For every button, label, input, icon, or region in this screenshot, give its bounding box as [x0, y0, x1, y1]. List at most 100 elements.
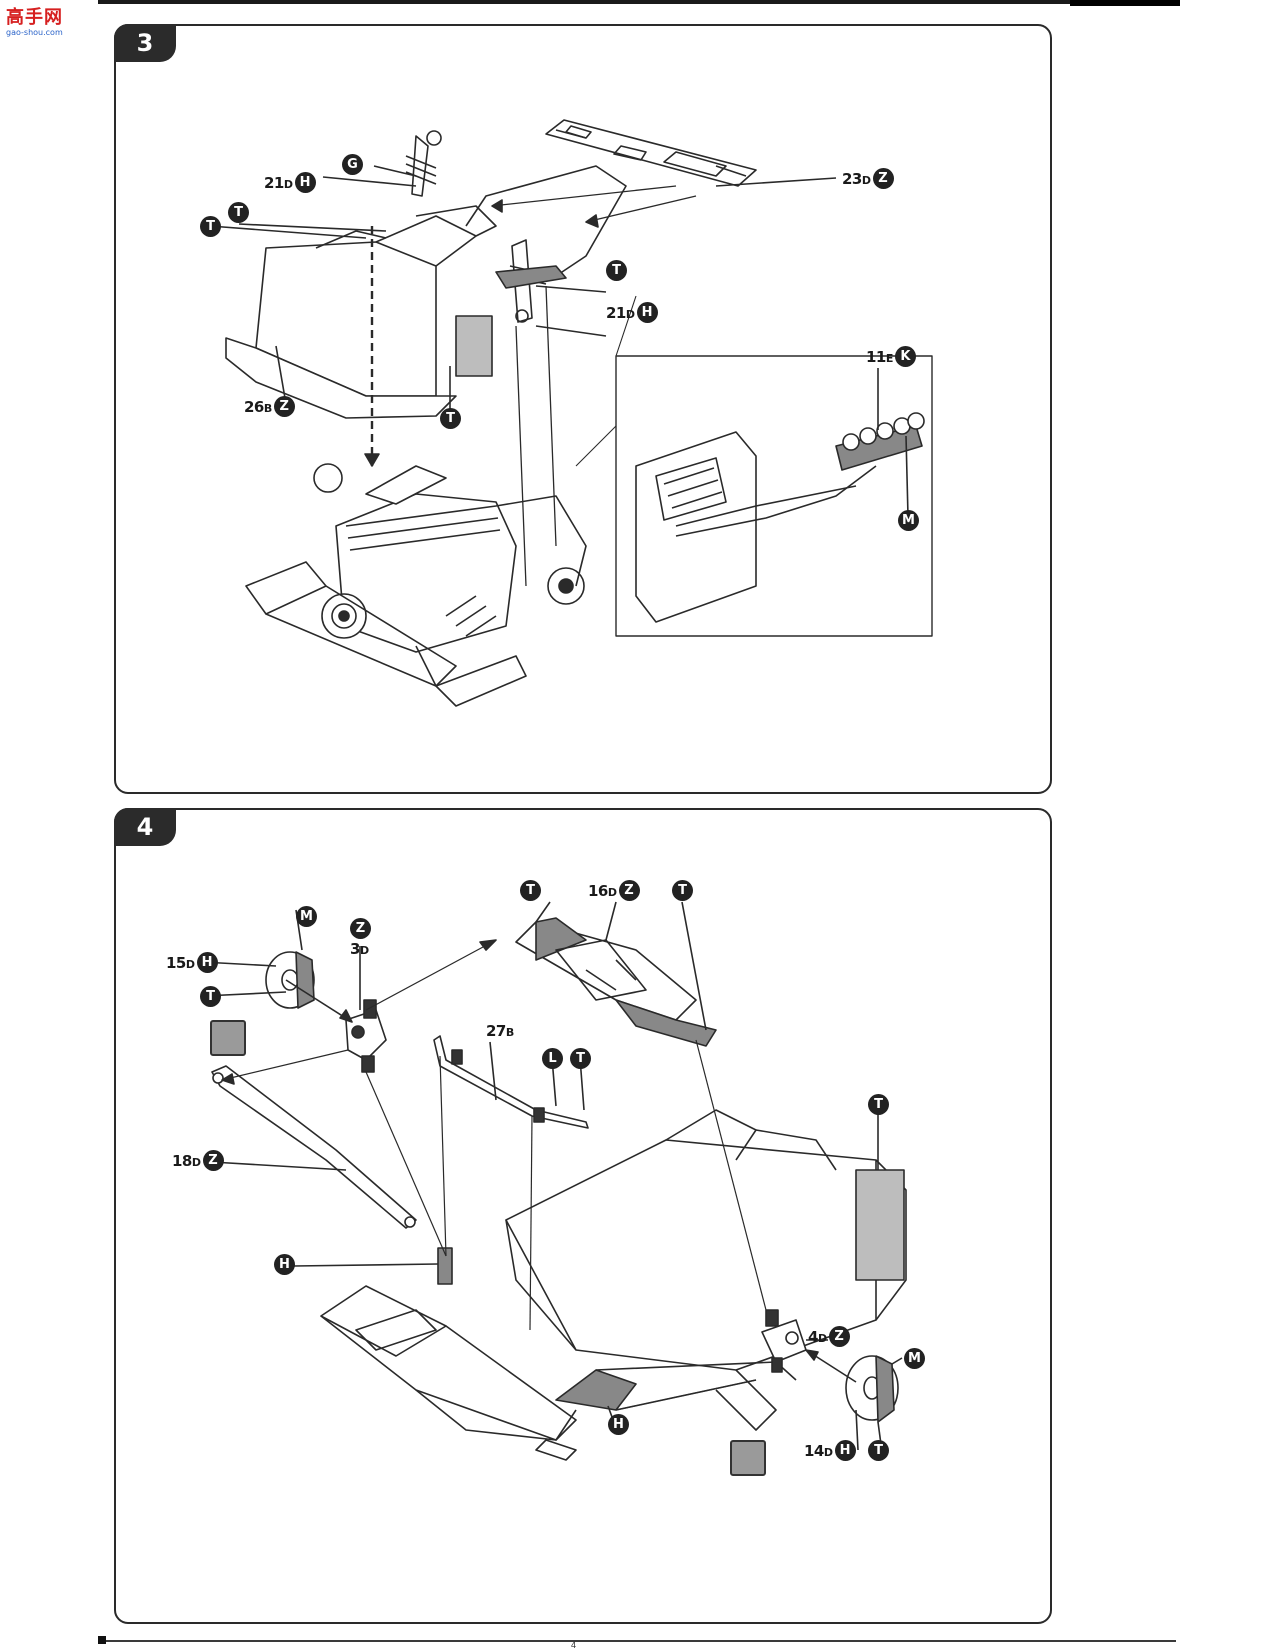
step-3-illustration	[209, 119, 933, 707]
color-code-badge: H	[196, 952, 218, 973]
tie-rod-part	[211, 1065, 417, 1229]
color-code-badge: G	[342, 154, 363, 175]
site-logo-text: 高手网	[6, 7, 63, 28]
color-code-badge: T	[868, 1094, 889, 1115]
left-upright-part	[345, 999, 387, 1073]
color-code-badge: Z	[202, 1150, 224, 1171]
right-shock-part	[495, 239, 567, 323]
part-number: 11	[866, 347, 886, 366]
part-sheet: D	[823, 1445, 833, 1459]
bulkhead-part	[225, 205, 497, 419]
callout-23d-z: 23D Z	[842, 168, 894, 189]
step-4-illustration	[201, 901, 907, 1461]
color-code-badge: T	[440, 408, 461, 429]
front-frame-part	[320, 1247, 577, 1461]
callout-t-top-right: T	[672, 880, 693, 901]
callout-h-bottom: H	[608, 1414, 629, 1435]
part-sheet: D	[359, 944, 369, 957]
part-number: 23	[842, 169, 862, 188]
part-sheet: B	[263, 401, 272, 415]
part-sheet: D	[817, 1331, 827, 1345]
part-number: 14	[804, 1441, 824, 1460]
color-code-badge: H	[274, 1254, 295, 1275]
part-sheet: E	[885, 351, 894, 365]
callout-t-left: T	[200, 986, 221, 1007]
step-3-number: 3	[114, 24, 176, 62]
callout-h-left: H	[274, 1254, 295, 1275]
color-code-badge: T	[570, 1048, 591, 1069]
callout-t-right: T	[868, 1094, 889, 1115]
part-sheet: D	[625, 307, 635, 321]
callout-27b: 27B	[486, 1022, 514, 1040]
color-code-badge: Z	[828, 1326, 850, 1347]
color-code-badge: Z	[350, 918, 371, 939]
color-code-badge: T	[520, 880, 541, 901]
callout-21d-h-top: 21D H	[264, 172, 316, 193]
engine-part	[313, 463, 587, 653]
glue-icon	[730, 1440, 766, 1476]
callout-3d: 3D	[350, 940, 369, 958]
step-3-panel: 3	[114, 24, 1052, 794]
callout-t-4: T	[440, 408, 461, 429]
color-code-badge: Z	[273, 396, 295, 417]
part-number: 18	[172, 1151, 192, 1170]
site-logo-url: gao-shou.com	[6, 28, 63, 37]
callout-l: L	[542, 1048, 563, 1069]
part-number: 21	[606, 303, 626, 322]
left-brake-disc-part	[265, 951, 353, 1023]
part-number: 26	[244, 397, 264, 416]
callout-t-top-left: T	[520, 880, 541, 901]
callout-m-left: M	[296, 906, 317, 927]
part-sheet: D	[607, 885, 617, 899]
color-code-badge: H	[636, 302, 658, 323]
site-logo: 高手网 gao-shou.com	[6, 8, 70, 42]
part-number: 16	[588, 881, 608, 900]
callout-m: M	[898, 510, 919, 531]
color-code-badge: M	[296, 906, 317, 927]
color-code-badge: T	[606, 260, 627, 281]
color-code-badge: K	[894, 346, 916, 367]
callout-t-bottom: T	[868, 1440, 889, 1461]
color-code-badge: H	[834, 1440, 856, 1461]
part-sheet: D	[861, 173, 871, 187]
bottom-edge-line	[104, 1640, 1176, 1642]
part-sheet: B	[505, 1026, 514, 1039]
part-number: 3	[350, 940, 360, 958]
callout-t-3: T	[606, 260, 627, 281]
right-upright-part	[761, 1309, 807, 1373]
anti-roll-bar-part	[433, 1035, 589, 1129]
inset-part	[635, 412, 925, 623]
color-code-badge: Z	[618, 880, 640, 901]
color-code-badge: T	[672, 880, 693, 901]
callout-16d-z: 16D Z	[588, 880, 640, 901]
glue-icon	[210, 1020, 246, 1056]
part-number: 27	[486, 1022, 506, 1040]
callout-t-1: T	[228, 202, 249, 223]
step-4-number: 4	[114, 808, 176, 846]
callout-18d-z: 18D Z	[172, 1150, 224, 1171]
callout-t-2: T	[200, 216, 221, 237]
callout-21d-h-right: 21D H	[606, 302, 658, 323]
color-code-badge: T	[868, 1440, 889, 1461]
color-code-badge: H	[294, 172, 316, 193]
callout-15d-h: 15D H	[166, 952, 218, 973]
step-4-panel: 4	[114, 808, 1052, 1624]
part-sheet: D	[185, 957, 195, 971]
part-sheet: D	[283, 177, 293, 191]
upper-wishbone-part	[515, 917, 717, 1047]
base-frame-part	[245, 561, 527, 707]
top-edge-line	[98, 0, 1180, 4]
color-code-badge: M	[898, 510, 919, 531]
part-sheet: D	[191, 1155, 201, 1169]
part-number: 15	[166, 953, 186, 972]
callout-t-rollbar: T	[570, 1048, 591, 1069]
color-code-badge: Z	[872, 168, 894, 189]
top-edge-mark	[1070, 0, 1180, 6]
callout-4d-z: 4D Z	[808, 1326, 850, 1347]
rear-frame-part	[545, 119, 757, 187]
lower-wishbone-part	[555, 1361, 797, 1411]
chassis-tub-part	[505, 1109, 907, 1431]
registration-mark	[98, 1636, 106, 1644]
color-code-badge: T	[200, 986, 221, 1007]
color-code-badge: H	[608, 1414, 629, 1435]
